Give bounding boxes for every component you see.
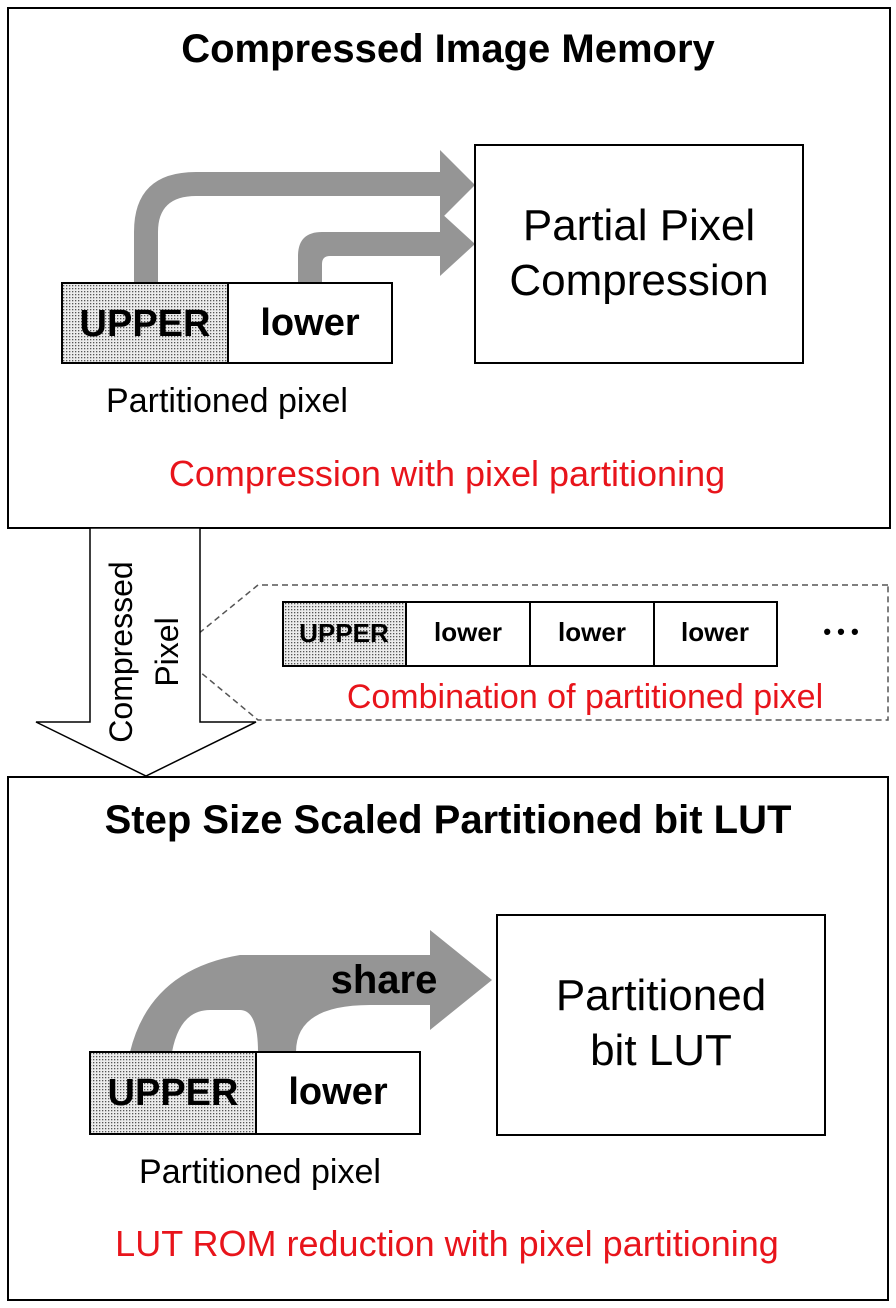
compressed-arrow-line2: Pixel <box>149 617 185 686</box>
combo-upper-label: UPPER <box>299 618 389 648</box>
middle-red-caption: Combination of partitioned pixel <box>347 678 823 716</box>
combo-lower-label-2: lower <box>558 617 626 647</box>
partitioned-bit-lut-box <box>496 914 826 1136</box>
top-upper-label: UPPER <box>80 303 211 345</box>
top-panel-title: Compressed Image Memory <box>181 27 715 71</box>
top-upper-cell <box>61 282 229 364</box>
top-red-caption: Compression with pixel partitioning <box>169 453 725 494</box>
upper-to-compression-arrow <box>134 150 475 283</box>
top-pixel-caption: Partitioned pixel <box>106 382 348 420</box>
combo-lower-cell-2 <box>529 601 655 667</box>
combination-callout-outline <box>174 584 889 721</box>
bottom-upper-label: UPPER <box>108 1072 239 1114</box>
bottom-pixel-caption: Partitioned pixel <box>139 1153 381 1191</box>
bottom-panel-title: Step Size Scaled Partitioned bit LUT <box>105 798 792 842</box>
partial-pixel-compression-box <box>474 144 804 364</box>
bottom-lower-label: lower <box>288 1071 387 1113</box>
compression-box-line1: Partial Pixel <box>523 201 755 250</box>
combo-lower-label-1: lower <box>434 617 502 647</box>
bottom-red-caption: LUT ROM reduction with pixel partitionin… <box>115 1223 779 1264</box>
share-arrow <box>130 930 492 1052</box>
combo-lower-cell-3 <box>653 601 778 667</box>
lut-box-line1: Partitioned <box>556 971 766 1020</box>
combo-ellipsis: • • • <box>823 619 858 644</box>
compressed-arrow-line1: Compressed <box>103 561 139 742</box>
lut-box-line2: bit LUT <box>590 1026 732 1075</box>
top-lower-cell <box>227 282 393 364</box>
top-lower-label: lower <box>260 302 359 344</box>
lower-to-compression-arrow <box>298 212 475 283</box>
combo-lower-label-3: lower <box>681 617 749 647</box>
compressed-pixel-down-arrow <box>35 527 257 777</box>
bottom-lower-cell <box>255 1051 421 1135</box>
compression-box-line2: Compression <box>509 256 768 305</box>
share-label: share <box>331 958 438 1002</box>
combo-lower-cell-1 <box>405 601 531 667</box>
